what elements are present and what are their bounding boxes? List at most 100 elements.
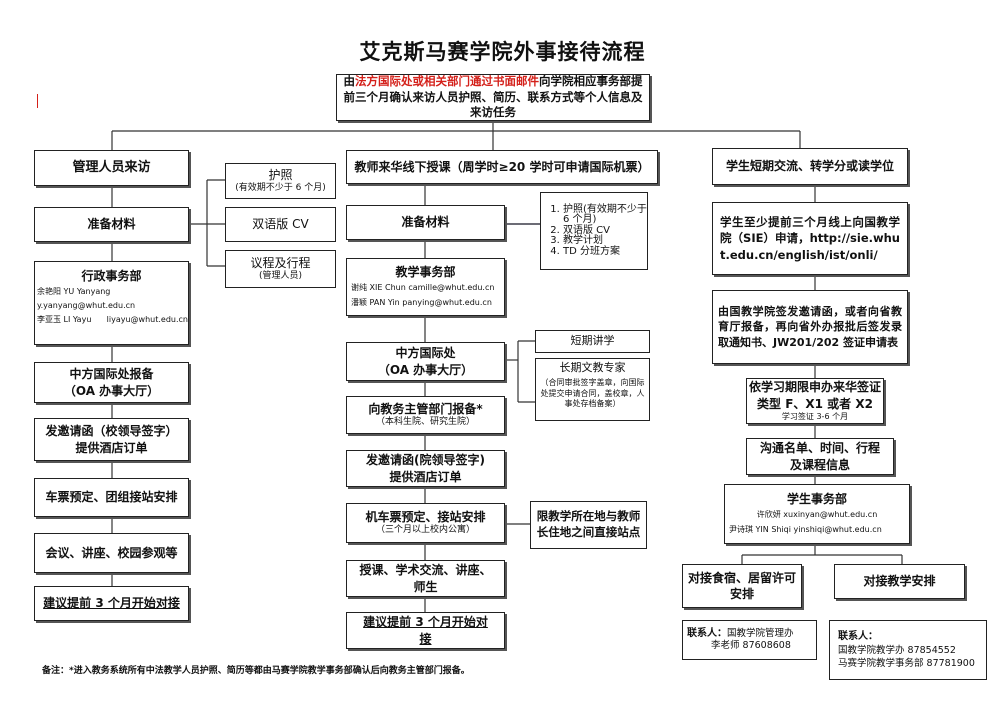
teacher-office-box: 教学事务部 谢纯 XIE Chun camille@whut.edu.cn 潘颖…: [346, 258, 505, 316]
admin-passport-text: 护照: [268, 168, 293, 183]
long-term-note: （合同审批签字盖章，向国际处提交申请合同，盖校章，人事处存档备案）: [540, 377, 645, 409]
teacher-office-title: 教学事务部: [395, 265, 456, 279]
teacher-ticket-line1: 机车票预定、接站安排: [365, 510, 486, 525]
admin-office-box: 行政事务部 余艳阳 YU Yanyang y.yanyang@whut.edu.…: [34, 261, 189, 345]
teacher-material-item: 双语版 CV: [563, 225, 647, 237]
student-visa-note: 学习签证 3-6 个月: [781, 411, 849, 421]
teacher-material-item: TD 分班方案: [563, 246, 647, 258]
student-invite-box: 由国教学院签发邀请函，或者向省教育厅报备，再向省外办报批后签发录取通知书、JW2…: [712, 290, 908, 364]
long-term-box: 长期文教专家 （合同审批签字盖章，向国际处提交申请合同，盖校章，人事处存档备案）: [535, 358, 650, 421]
teacher-dept-report-line2: （本科生院、研究生院）: [375, 417, 475, 428]
student-apply-box: 学生至少提前三个月线上向国教学院（SIE）申请，http://sie.whut.…: [712, 202, 908, 275]
teacher-ticket-line2: （三个月以上校内公寓）: [375, 525, 475, 536]
student-info-line2: 及课程信息: [789, 457, 850, 472]
teacher-dept-report-box: 向教务主管部门报备* （本科生院、研究生院）: [346, 396, 505, 434]
admin-passport-box: 护照 (有效期不少于 6 个月): [225, 163, 336, 199]
admin-meeting-text: 会议、讲座、校园参观等: [45, 545, 178, 560]
admin-invite-box: 发邀请函（校领导签字） 提供酒店订单: [34, 418, 189, 461]
student-teaching-box: 对接教学安排: [834, 564, 965, 599]
admin-invite-line1: 发邀请函（校领导签字）: [45, 424, 178, 439]
teacher-materials-box: 护照(有效期不少于 6 个月) 双语版 CV 教学计划 TD 分班方案: [540, 192, 648, 270]
long-term-text: 长期文教专家: [559, 361, 626, 374]
footnote: 备注：*进入教务系统所有中法教学人员护照、简历等都由马赛学院教学事务部确认后向教…: [42, 666, 470, 676]
student-canteen-line2: 安排: [729, 587, 754, 601]
admin-agenda-text: 议程及行程: [250, 256, 311, 271]
initial-pre: 由: [343, 74, 356, 89]
student-header-text: 学生短期交流、转学分或读学位: [725, 159, 894, 174]
admin-advance-box: 建议提前 3 个月开始对接: [34, 586, 189, 621]
admin-prepare: 准备材料: [34, 207, 189, 242]
student-visa-box: 依学习期限申办来华签证 类型 F、X1 或者 X2 学习签证 3-6 个月: [746, 378, 884, 424]
teacher-invite-box: 发邀请函(院领导签字) 提供酒店订单: [346, 450, 505, 487]
teacher-prepare-text: 准备材料: [401, 215, 450, 230]
student-visa-line2: 类型 F、X1 或者 X2: [757, 396, 873, 411]
teacher-dept-report-line1: 向教务主管部门报备*: [368, 402, 483, 417]
contact-right-label: 联系人：: [838, 630, 878, 642]
contact-left-line1: 国教学院管理办: [727, 627, 794, 639]
teacher-advance-line1: 建议提前 3 个月开始对: [363, 615, 488, 630]
initial-post: 向学院相应事务部提前三个月确认来访人员护照、简历、联系方式等个人信息及来访任务: [343, 74, 643, 120]
admin-passport-note: (有效期不少于 6 个月): [235, 183, 326, 194]
admin-agenda-note: (管理人员): [258, 271, 303, 282]
teacher-office-line2: 潘颖 PAN Yin panying@whut.edu.cn: [351, 297, 492, 307]
teacher-invite-line1: 发邀请函(院领导签字): [366, 453, 485, 468]
teacher-ticket-box: 机车票预定、接站安排 （三个月以上校内公寓）: [346, 503, 505, 543]
teacher-material-item: 护照(有效期不少于 6 个月): [563, 204, 647, 226]
contact-left-line2: 李老师 87608608: [711, 640, 791, 652]
admin-prepare-text: 准备材料: [87, 217, 136, 232]
admin-header: 管理人员来访: [34, 150, 189, 186]
student-visa-line1: 依学习期限申办来华签证: [748, 380, 881, 395]
contact-left-label: 联系人：: [687, 628, 727, 640]
admin-agenda-box: 议程及行程 (管理人员): [225, 250, 336, 288]
contact-right-line1: 国教学院教学办 87854552: [838, 645, 956, 657]
page-title: 艾克斯马赛学院外事接待流程: [359, 40, 646, 64]
teacher-teaching-line2: 师生: [413, 579, 438, 594]
student-office-title: 学生事务部: [786, 492, 847, 506]
teacher-prepare: 准备材料: [346, 205, 505, 240]
teacher-invite-line2: 提供酒店订单: [389, 469, 462, 484]
teacher-teaching-box: 授课、学术交流、讲座、 师生: [346, 560, 505, 597]
teacher-office-line1: 谢纯 XIE Chun camille@whut.edu.cn: [351, 283, 495, 293]
contact-right-box: 联系人： 国教学院教学办 87854552 马赛学院教学事务部 87781900: [829, 620, 987, 680]
student-invite-text: 由国教学院签发邀请函，或者向省教育厅报备，再向省外办报批后签发录取通知书、JW2…: [718, 304, 902, 349]
station-note-text: 限教学所在地与教师长住地之间直接站点: [536, 509, 641, 539]
admin-meeting-box: 会议、讲座、校园参观等: [34, 533, 189, 573]
admin-ticket-box: 车票预定、团组接站安排: [34, 478, 189, 517]
contact-right-line2: 马赛学院教学事务部 87781900: [838, 657, 975, 669]
admin-office-line2: y.yanyang@whut.edu.cn: [37, 300, 136, 310]
student-info-box: 沟通名单、时间、行程 及课程信息: [746, 438, 894, 475]
teacher-report-line1: 中方国际处: [395, 346, 456, 361]
admin-office-line3: 李亚玉 LI Yayu liyayu@whut.edu.cn: [37, 314, 188, 324]
admin-office-line1: 余艳阳 YU Yanyang: [37, 287, 111, 297]
teacher-advance-box: 建议提前 3 个月开始对 接: [346, 612, 505, 649]
student-office-line2: 尹诗琪 YIN Shiqi yinshiqi@whut.edu.cn: [729, 524, 882, 534]
teacher-header: 教师来华线下授课（周学时≥20 学时可申请国际机票）: [346, 150, 658, 184]
admin-ticket-text: 车票预定、团组接站安排: [45, 490, 178, 505]
initial-confirmation-box: 由法方国际处或相关部门通过书面邮件向学院相应事务部提前三个月确认来访人员护照、简…: [336, 74, 650, 121]
student-teaching-text: 对接教学安排: [863, 574, 936, 589]
admin-cv-box: 双语版 CV: [225, 207, 336, 242]
student-canteen-box: 对接食宿、居留许可 安排: [682, 564, 802, 608]
contact-left-box: 联系人： 国教学院管理办 李老师 87608608: [682, 620, 817, 660]
student-info-line1: 沟通名单、时间、行程: [759, 441, 880, 456]
student-header: 学生短期交流、转学分或读学位: [712, 148, 908, 185]
student-office-line1: 许欣妍 xuxinyan@whut.edu.cn: [756, 510, 878, 520]
admin-report-line1: 中方国际处报备: [69, 367, 154, 382]
student-office-box: 学生事务部 许欣妍 xuxinyan@whut.edu.cn 尹诗琪 YIN S…: [724, 484, 910, 544]
teacher-header-text: 教师来华线下授课（周学时≥20 学时可申请国际机票）: [354, 159, 650, 174]
teacher-report-box: 中方国际处 （OA 办事大厅）: [346, 342, 505, 381]
admin-report-box: 中方国际处报备 （OA 办事大厅）: [34, 362, 189, 403]
teacher-advance-line2: 接: [419, 631, 432, 646]
student-apply-text: 学生至少提前三个月线上向国教学院（SIE）申请，http://sie.whut.…: [720, 215, 900, 262]
short-term-box: 短期讲学: [535, 330, 650, 353]
student-canteen-line1: 对接食宿、居留许可: [687, 570, 796, 585]
admin-header-text: 管理人员来访: [72, 160, 151, 176]
admin-office-title: 行政事务部: [81, 269, 142, 283]
station-note-box: 限教学所在地与教师长住地之间直接站点: [530, 501, 647, 549]
admin-invite-line2: 提供酒店订单: [75, 440, 148, 455]
teacher-materials-list: 护照(有效期不少于 6 个月) 双语版 CV 教学计划 TD 分班方案: [541, 204, 647, 258]
admin-report-line2: （OA 办事大厅）: [63, 383, 160, 398]
short-term-text: 短期讲学: [570, 334, 615, 348]
initial-highlight: 法方国际处或相关部门通过书面邮件: [355, 74, 539, 89]
